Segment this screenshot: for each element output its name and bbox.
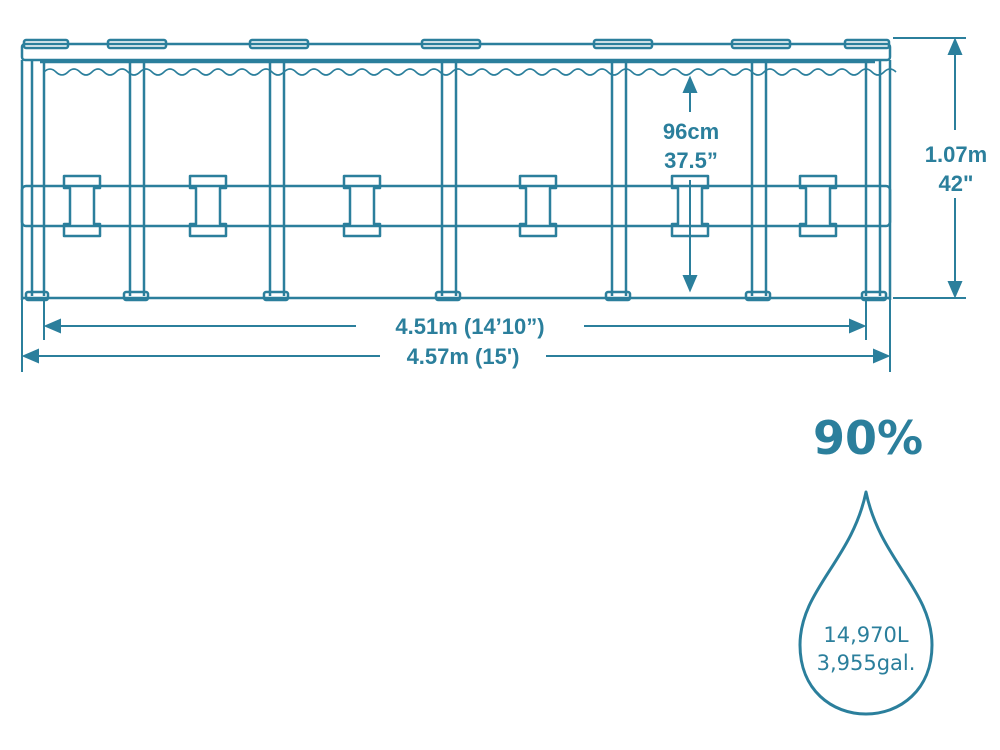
outer-width-label: 4.57m (15') xyxy=(407,344,520,369)
pool-frame-drawing xyxy=(20,38,897,302)
outer-height-dimension-lines xyxy=(893,37,966,299)
inner-height-metric: 96cm xyxy=(663,119,719,144)
volume-liters: 14,970L xyxy=(823,623,908,647)
top-rail-joints xyxy=(22,38,891,50)
water-drop-icon xyxy=(798,490,934,716)
water-surface-wave xyxy=(43,68,897,76)
width-dimension-lines xyxy=(21,300,891,372)
outer-height-imperial: 42" xyxy=(939,171,974,196)
outer-height-metric: 1.07m xyxy=(925,142,987,167)
frame-legs xyxy=(30,60,882,296)
volume-gallons: 3,955gal. xyxy=(817,651,916,675)
inner-width-label: 4.51m (14’10”) xyxy=(395,314,544,339)
inner-height-arrow xyxy=(682,75,698,293)
inner-height-imperial: 37.5” xyxy=(664,148,718,173)
top-rail xyxy=(20,42,892,62)
belt-buckles xyxy=(62,174,838,238)
leg-feet xyxy=(24,290,888,302)
fill-percent-label: 90% xyxy=(813,411,923,465)
middle-belt xyxy=(20,184,892,228)
